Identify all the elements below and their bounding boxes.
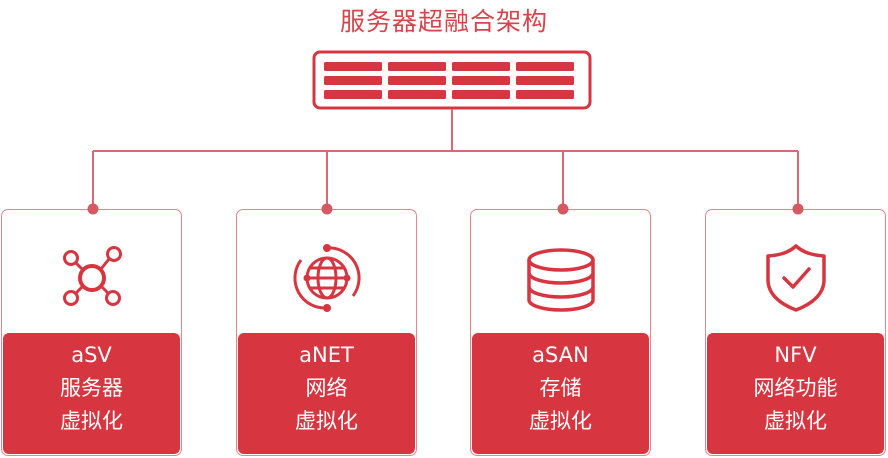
module-label-panel: aSV 服务器 虚拟化 [3, 333, 180, 454]
module-card-asv: aSV 服务器 虚拟化 [1, 209, 182, 456]
globe-sync-icon [293, 244, 360, 312]
server-rack-icon [312, 50, 592, 110]
module-name: aSAN [532, 343, 589, 367]
module-desc-2: 虚拟化 [529, 409, 592, 433]
module-desc: 网络 [305, 376, 348, 400]
module-card-anet: aNET 网络 虚拟化 [236, 209, 417, 456]
module-label-panel: aSAN 存储 虚拟化 [472, 333, 649, 454]
module-desc-2: 虚拟化 [295, 409, 358, 433]
module-desc-2: 虚拟化 [764, 409, 827, 433]
module-card-nfv: NFV 网络功能 虚拟化 [705, 209, 886, 456]
module-name: NFV [774, 343, 817, 367]
module-name: aNET [299, 343, 354, 367]
module-name: aSV [71, 343, 112, 367]
module-desc: 网络功能 [753, 376, 838, 400]
module-desc: 存储 [539, 376, 582, 400]
network-hub-icon [62, 246, 122, 306]
database-icon [526, 248, 595, 312]
module-label-panel: aNET 网络 虚拟化 [238, 333, 415, 454]
module-card-asan: aSAN 存储 虚拟化 [470, 209, 651, 456]
module-desc-2: 虚拟化 [60, 409, 123, 433]
module-desc: 服务器 [60, 376, 123, 400]
diagram-title: 服务器超融合架构 [339, 7, 548, 36]
module-label-panel: NFV 网络功能 虚拟化 [707, 333, 884, 454]
shield-check-icon [765, 244, 826, 312]
